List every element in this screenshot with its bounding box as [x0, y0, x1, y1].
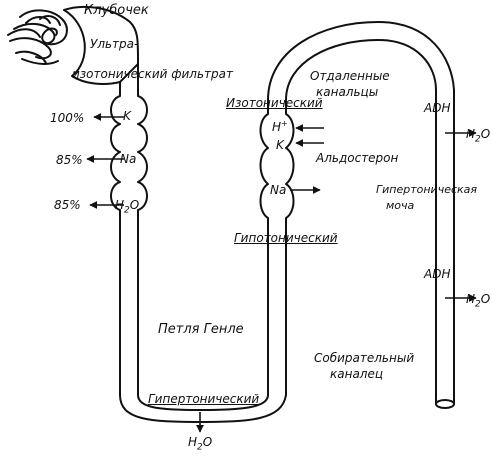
distal-tubules-label-line1: Отдаленные — [310, 70, 390, 82]
collecting-water-top: H2O — [466, 128, 490, 144]
hypertonic-label: Гипертонический — [148, 393, 259, 405]
proximal-k-ion: K — [123, 110, 131, 122]
collecting-duct-label-line2: каналец — [330, 368, 383, 380]
distal-h-ion: H+ — [272, 120, 288, 133]
proximal-na-ion: Na — [120, 153, 136, 165]
aldosterone-label: Альдостерон — [316, 152, 398, 164]
distal-k-ion: K — [276, 139, 284, 151]
adh-label-top: ADH — [424, 102, 450, 114]
collecting-duct — [436, 90, 454, 404]
hypertonic-urine-line2: моча — [386, 200, 414, 211]
proximal-water-percent: 85% — [54, 199, 81, 211]
ascending-limb — [286, 100, 294, 395]
collecting-duct-label-line1: Собирательный — [314, 352, 414, 364]
glomerulus-tuft — [8, 10, 67, 64]
proximal-tubule — [138, 64, 147, 395]
adh-label-bottom: ADH — [424, 268, 450, 280]
distal-tubules-label-line2: канальцы — [316, 86, 378, 98]
ultrafiltrate-label: Ультра- — [90, 38, 138, 50]
loop-of-henle-label: Петля Генле — [158, 323, 244, 336]
hypotonic-label: Гипотонический — [234, 232, 338, 244]
proximal-k-percent: 100% — [50, 112, 84, 124]
isotonic-label: Изотонический — [226, 97, 323, 109]
proximal-na-percent: 85% — [56, 154, 83, 166]
loop-water-label: H2O — [188, 436, 212, 452]
isotonic-filtrate-label: изотонический фильтрат — [72, 68, 233, 80]
collecting-water-bottom: H2O — [466, 293, 490, 309]
glomerulus-label: Клубочек — [84, 4, 149, 17]
proximal-water-ion: H2O — [115, 199, 139, 215]
hypertonic-urine-line1: Гипертоническая — [376, 184, 477, 195]
distal-na-ion: Na — [270, 184, 286, 196]
